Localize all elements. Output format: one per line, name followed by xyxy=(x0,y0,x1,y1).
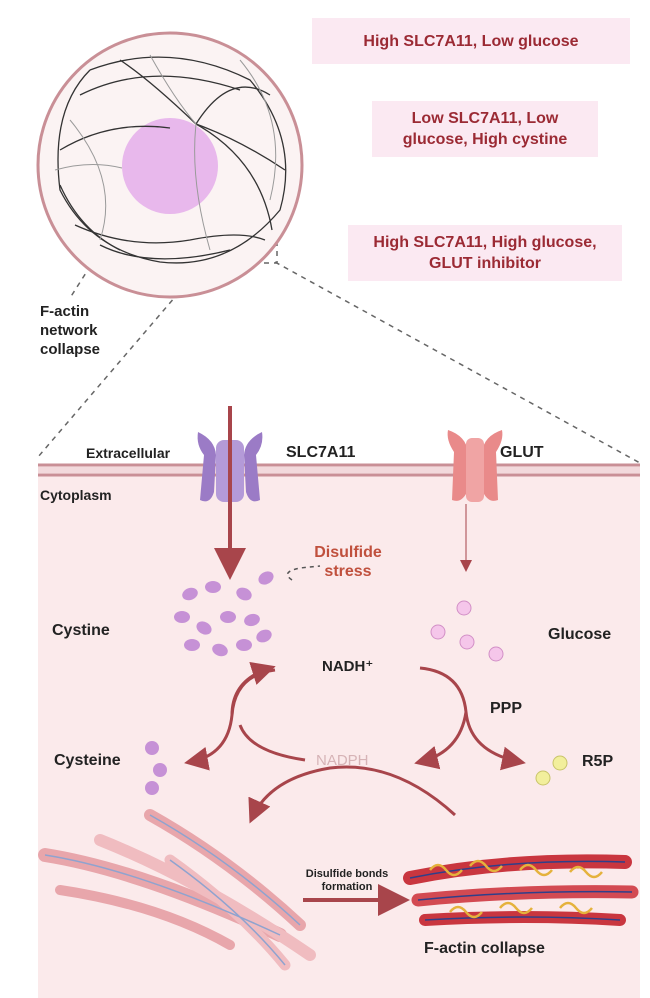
ppp-label: PPP xyxy=(490,700,523,717)
actin-filaments-collapsed xyxy=(403,854,639,926)
glucose-label: Glucose xyxy=(548,626,612,643)
cysteine-label: Cysteine xyxy=(54,752,121,769)
r5p-label: R5P xyxy=(582,753,614,770)
slc7a11-label: SLC7A11 xyxy=(286,444,356,461)
cystine-label: Cystine xyxy=(52,622,110,639)
nadph-consume-arrow xyxy=(238,724,306,762)
nadh-arrow xyxy=(230,661,276,716)
nadh-label: NADH⁺ xyxy=(322,658,374,675)
f-actin-collapse-callout: F-actin network collapse xyxy=(40,303,101,358)
extracellular-label: Extracellular xyxy=(86,445,171,461)
cell-illustration xyxy=(36,31,304,299)
f-actin-collapse-label: F-actin collapse xyxy=(424,940,545,957)
r5p-molecules xyxy=(535,755,568,786)
actin-fine-network xyxy=(54,54,277,251)
cystine-molecules xyxy=(174,571,274,657)
nadph-label: NADPH xyxy=(316,752,369,769)
condition-1: High SLC7A11, Low glucose xyxy=(312,18,630,64)
glucose-molecules xyxy=(430,600,504,662)
cysteine-molecules xyxy=(145,741,167,795)
actin-network xyxy=(57,56,287,264)
nucleus xyxy=(122,118,218,214)
nadph-produce-arrow xyxy=(414,711,468,770)
glut-transporter xyxy=(447,430,503,502)
actin-filaments-normal xyxy=(38,809,316,971)
disulfide-bonds-formation-label: Disulfide bonds formation xyxy=(305,868,389,893)
nadph-to-actin-arrow xyxy=(248,765,457,824)
glut-label: GLUT xyxy=(500,444,544,461)
cytoplasm-label: Cytoplasm xyxy=(40,487,112,503)
stress-link xyxy=(286,565,321,581)
condition-3: High SLC7A11, High glucose, GLUT inhibit… xyxy=(348,225,622,281)
cell-membrane xyxy=(38,463,640,477)
disulfide-stress-label: Disulfide stress xyxy=(314,544,382,580)
condition-2: Low SLC7A11, Low glucose, High cystine xyxy=(372,101,598,157)
